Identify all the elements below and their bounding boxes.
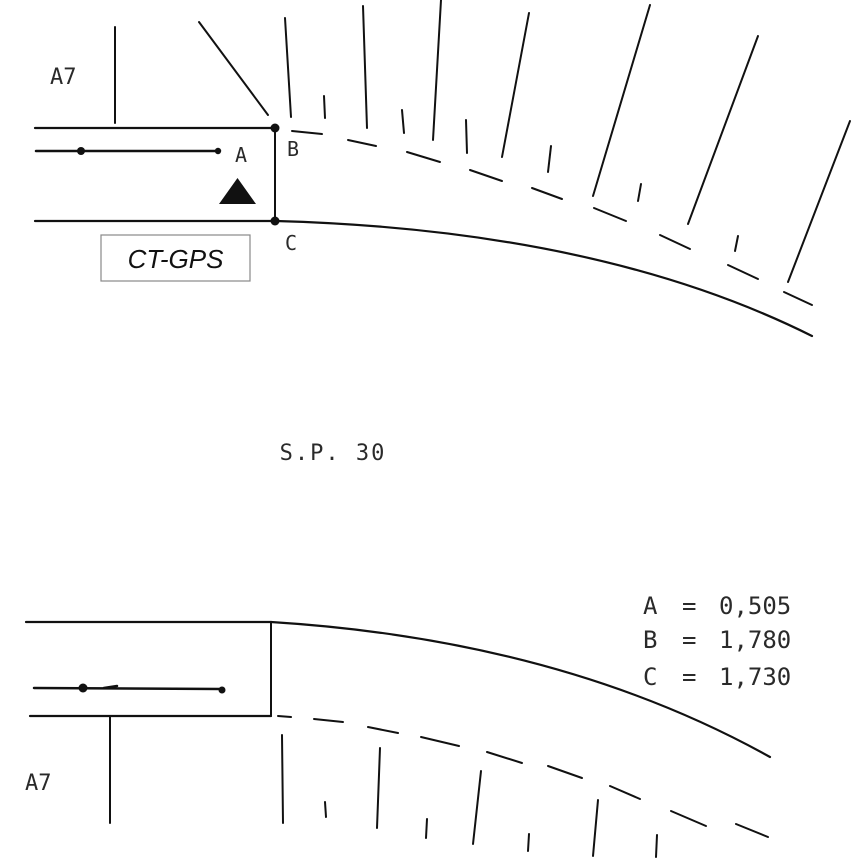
- reading-b-sep: =: [682, 626, 696, 654]
- top-plan: A7 A B C CT-GPS: [33, 0, 851, 338]
- reading-a-label: A: [643, 592, 658, 620]
- bottom-measure-line: [32, 686, 223, 691]
- bottom-plan: A7 A = 0,505 B = 1,780 C = 1,730: [24, 592, 791, 858]
- point-a-label: A: [235, 143, 247, 167]
- reading-c-sep: =: [682, 663, 696, 691]
- device-label-text: CT-GPS: [128, 244, 224, 274]
- point-c-label: C: [285, 231, 297, 255]
- top-road-label: A7: [50, 65, 77, 90]
- bottom-measure-end-dot: [218, 686, 226, 694]
- reading-c-label: C: [643, 663, 657, 691]
- reading-b-label: B: [643, 626, 657, 654]
- bottom-hatching: [281, 734, 658, 858]
- point-c-dot: [270, 216, 280, 226]
- bottom-curve-edge: [269, 620, 772, 759]
- bottom-dashed-curve: [277, 715, 769, 838]
- reading-a-sep: =: [682, 592, 696, 620]
- section-caption: S.P. 30: [280, 441, 387, 466]
- device-label-box: [100, 234, 251, 282]
- reading-b-value: 1,780: [719, 626, 791, 654]
- point-b-dot: [270, 123, 280, 133]
- triangle-marker-icon: [219, 178, 256, 204]
- bottom-measure-start-dot: [78, 683, 88, 693]
- reading-a-value: 0,505: [719, 592, 791, 620]
- readings-legend: A = 0,505 B = 1,780 C = 1,730: [643, 592, 791, 691]
- point-b-label: B: [287, 137, 299, 161]
- reading-c-value: 1,730: [719, 663, 791, 691]
- top-dashed-curve: [291, 130, 813, 306]
- ramp-curve-edge: [274, 219, 814, 338]
- bottom-road-label: A7: [25, 771, 52, 796]
- point-a-dot: [214, 147, 222, 155]
- top-hatching: [198, 0, 851, 283]
- measure-start-dot: [77, 147, 85, 155]
